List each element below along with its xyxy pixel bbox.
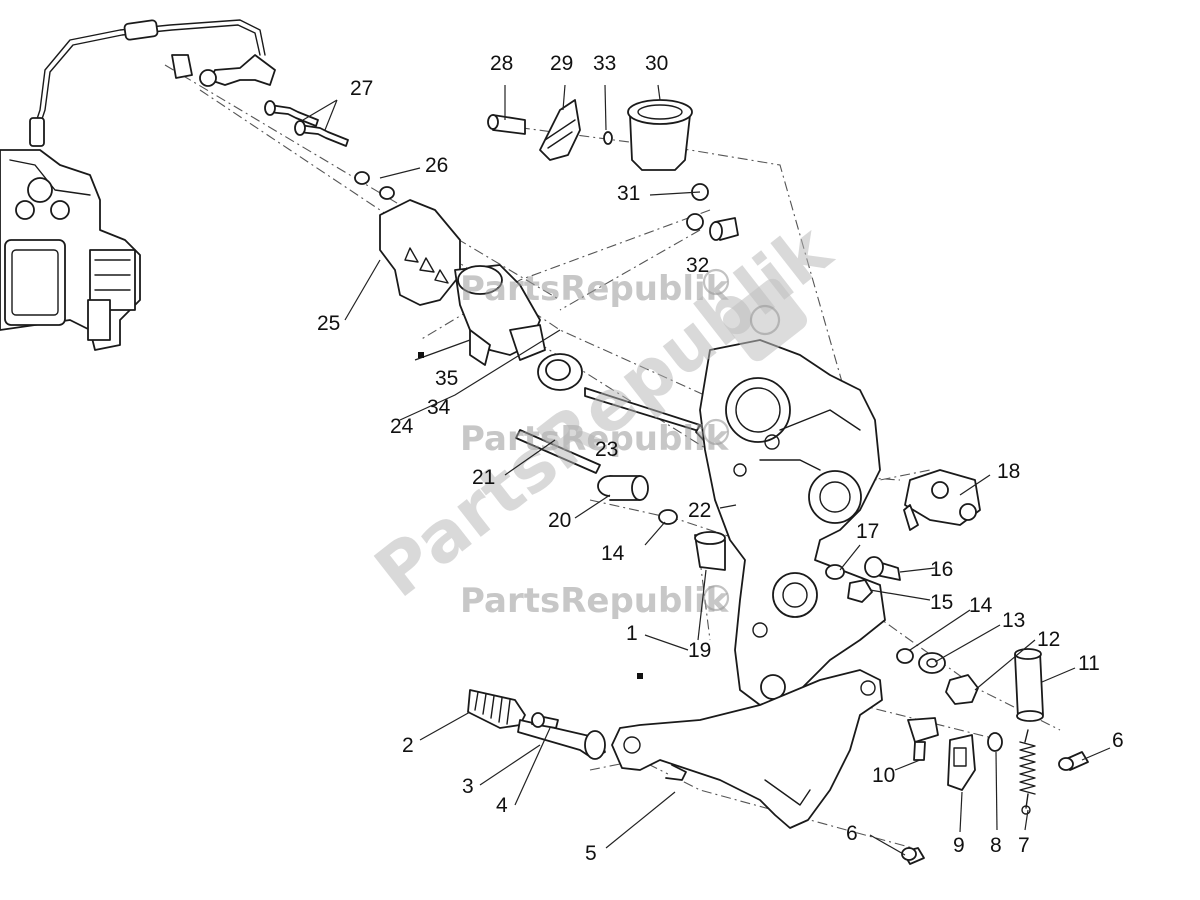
callout-14-right: 14: [969, 594, 993, 617]
pedal-tip-group: [467, 689, 687, 781]
callout-25: 25: [317, 312, 340, 335]
fastener-group-11-14: [896, 648, 1044, 722]
callout-7: 7: [1018, 834, 1030, 857]
callout-14-left: 14: [601, 542, 625, 565]
watermark-gear-icon: [702, 268, 730, 296]
callout-11: 11: [1078, 652, 1100, 675]
watermark-bottom: PartsRepublik: [460, 581, 730, 621]
callout-4: 4: [496, 794, 508, 817]
callout-16: 16: [930, 558, 953, 581]
leader-lines: [302, 84, 1111, 856]
callout-26: 26: [425, 154, 448, 177]
reservoir-group: [487, 99, 739, 241]
pivot-pin: [515, 429, 601, 474]
washer-8: [987, 732, 1003, 752]
bushing: [597, 475, 649, 501]
brake-hose: [29, 19, 276, 147]
callout-21: 21: [472, 466, 495, 489]
callout-labels: 27 26 25 35 34 24 21 23 20 22 14 1 19 18…: [317, 52, 1124, 865]
callout-6-bottom: 6: [846, 822, 858, 845]
callout-24: 24: [390, 415, 414, 438]
callout-30: 30: [645, 52, 668, 75]
banjo-bolts: [264, 100, 349, 147]
brake-pedal: [611, 669, 883, 829]
callout-1: 1: [626, 622, 638, 645]
callout-29: 29: [550, 52, 573, 75]
callout-22: 22: [688, 499, 711, 522]
watermark-gear-icon: [749, 304, 781, 336]
sealing-washers: [354, 171, 395, 200]
callout-35: 35: [435, 367, 458, 390]
callout-20: 20: [548, 509, 571, 532]
callout-13: 13: [1002, 609, 1025, 632]
circlip: [658, 509, 678, 525]
dust-boot: [537, 353, 583, 391]
watermark-text-bottom: PartsRepublik: [460, 581, 730, 621]
callout-27: 27: [350, 77, 373, 100]
callout-32: 32: [686, 254, 709, 277]
callout-18: 18: [997, 460, 1020, 483]
return-spring: [1019, 729, 1036, 815]
watermark-middle: PartsRepublik: [460, 418, 730, 459]
spacer: [694, 531, 726, 571]
callout-8: 8: [990, 834, 1002, 857]
callout-10: 10: [872, 764, 895, 787]
callout-17: 17: [856, 520, 879, 543]
callout-34: 34: [427, 396, 451, 419]
watermark-text-middle: PartsRepublik: [460, 419, 730, 459]
footrest-bracket: [699, 339, 886, 706]
pressure-switch: [907, 717, 939, 761]
watermark-gear-badge-icon: [722, 278, 808, 362]
stop-light-switch: [947, 734, 976, 791]
watermark-top: PartsRepublik: [460, 268, 730, 309]
callout-19: 19: [688, 639, 711, 662]
callout-23: 23: [595, 438, 618, 461]
callout-12: 12: [1037, 628, 1060, 651]
callout-5: 5: [585, 842, 597, 865]
callout-15: 15: [930, 591, 953, 614]
watermark-gear-icon: [702, 418, 730, 446]
sensor-bracket: [903, 469, 981, 531]
watermark-gear-icon: [702, 584, 730, 612]
bolts-6: [901, 751, 1089, 865]
fastener-group-15-17: [825, 556, 901, 603]
callout-3: 3: [462, 775, 474, 798]
master-cylinder-cover: [379, 199, 461, 306]
kit-markers: [418, 352, 643, 679]
callout-6-right: 6: [1112, 729, 1124, 752]
callout-31: 31: [617, 182, 640, 205]
abs-modulator-unit: [0, 149, 141, 351]
rear-master-cylinder: [454, 264, 546, 366]
kit-marker-1: [637, 673, 643, 679]
callout-9: 9: [953, 834, 965, 857]
callout-33: 33: [593, 52, 616, 75]
callout-2: 2: [402, 734, 414, 757]
callout-28: 28: [490, 52, 513, 75]
watermark-text-top: PartsRepublik: [460, 269, 730, 309]
kit-marker-24: [418, 352, 424, 358]
